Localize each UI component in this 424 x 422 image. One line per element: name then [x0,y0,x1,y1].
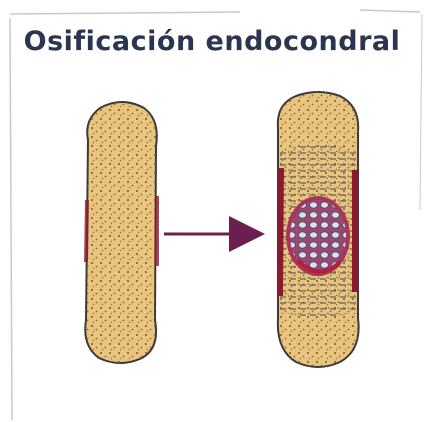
vascular-invasion [296,258,342,274]
diagram-title: Osificación endocondral [23,26,401,57]
cartilage-bone-left [84,101,159,364]
frame-right-edge [419,13,423,211]
frame-top-edge-right [359,9,421,13]
bone-collar-left [277,167,284,297]
periosteum-left-edge [84,199,89,263]
ossifying-bone-right [276,91,360,368]
frame-top-edge [9,11,241,15]
frame-left-edge [9,17,13,421]
primary-ossification-center [286,196,350,276]
